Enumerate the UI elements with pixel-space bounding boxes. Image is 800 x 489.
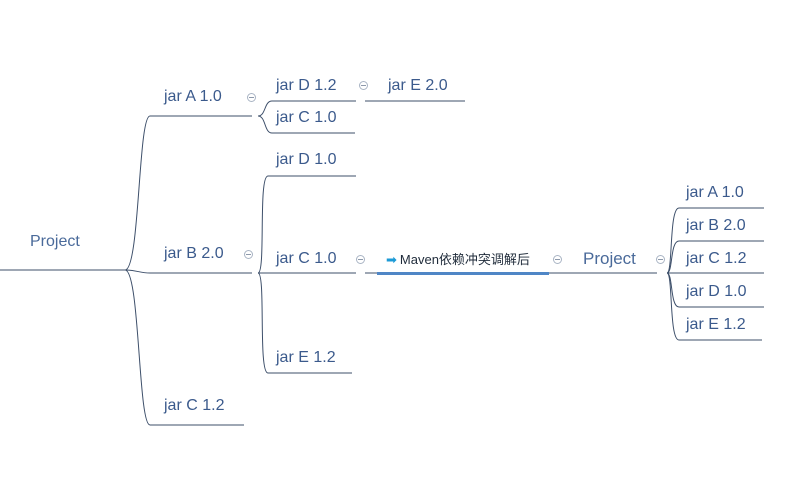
arrow-right-icon: ➡ xyxy=(386,252,397,267)
root-node-label[interactable]: Project xyxy=(30,233,80,250)
collapse-right-root-icon[interactable] xyxy=(656,255,665,264)
collapse-node-b-icon[interactable] xyxy=(244,250,253,259)
node-jar-b-label[interactable]: jar B 2.0 xyxy=(164,245,224,262)
annotation-text: Maven依赖冲突调解后 xyxy=(399,252,530,267)
node-jar-a-label[interactable]: jar A 1.0 xyxy=(164,88,222,105)
node-jar-c-1-2-label[interactable]: jar C 1.2 xyxy=(164,397,225,414)
connector-a-c xyxy=(257,115,355,134)
node-jar-c-1-0-b-label[interactable]: jar C 1.0 xyxy=(276,250,337,267)
collapse-annotation-icon[interactable] xyxy=(553,255,562,264)
collapse-node-a-icon[interactable] xyxy=(247,93,256,102)
right-item-jar-a[interactable]: jar A 1.0 xyxy=(686,184,744,201)
collapse-node-c-icon[interactable] xyxy=(356,255,365,264)
node-jar-d-1-2-label[interactable]: jar D 1.2 xyxy=(276,77,337,94)
node-jar-d-1-0-label[interactable]: jar D 1.0 xyxy=(276,151,337,168)
collapse-node-d-icon[interactable] xyxy=(359,81,368,90)
connector-b-d xyxy=(257,175,356,274)
right-item-jar-d[interactable]: jar D 1.0 xyxy=(686,283,747,300)
right-root-node-label[interactable]: Project xyxy=(583,249,636,268)
node-jar-e-1-2-label[interactable]: jar E 1.2 xyxy=(276,349,336,366)
right-item-jar-b[interactable]: jar B 2.0 xyxy=(686,217,746,234)
annotation-node[interactable]: ➡Maven依赖冲突调解后 xyxy=(386,251,530,269)
connector-root-a xyxy=(124,115,252,271)
node-jar-c-1-0-a-label[interactable]: jar C 1.0 xyxy=(276,109,337,126)
connector-b-e xyxy=(257,272,352,374)
connector-root-c xyxy=(124,269,244,426)
connector-root-b xyxy=(124,269,252,274)
right-item-jar-e[interactable]: jar E 1.2 xyxy=(686,316,746,333)
connector-right-e xyxy=(666,272,762,341)
connector-a-d xyxy=(257,100,356,117)
node-jar-e-2-0-label[interactable]: jar E 2.0 xyxy=(388,77,448,94)
right-item-jar-c[interactable]: jar C 1.2 xyxy=(686,250,747,267)
connector-right-b xyxy=(666,240,764,274)
connector-right-a xyxy=(666,207,764,274)
